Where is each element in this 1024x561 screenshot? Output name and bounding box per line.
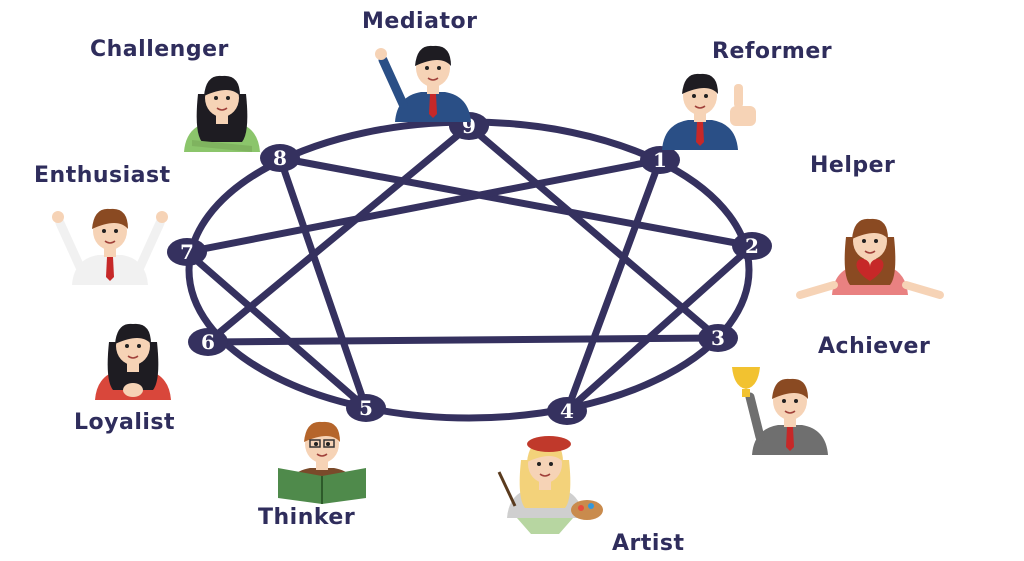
clasped-hands-woman-icon: [95, 323, 171, 400]
reading-man-icon: [278, 421, 366, 504]
connection-line-5-7: [183, 248, 370, 412]
node-marker: [346, 394, 386, 422]
connection-line-8-5: [276, 154, 370, 412]
node-number: 7: [180, 240, 194, 264]
type-label-4: Artist: [612, 531, 685, 556]
trophy-man-icon: [732, 367, 828, 455]
node-marker: [732, 232, 772, 260]
node-number: 4: [560, 399, 574, 423]
arms-crossed-woman-icon: [184, 75, 260, 152]
connection-line-3-6: [204, 334, 722, 346]
type-label-9: Mediator: [362, 9, 477, 34]
character-figures: [52, 45, 944, 534]
waving-man-icon: [375, 45, 471, 122]
connection-line-2-8: [276, 154, 756, 250]
type-label-7: Enthusiast: [34, 163, 171, 188]
type-label-1: Reformer: [712, 39, 832, 64]
node-marker: [640, 146, 680, 174]
connection-line-7-1: [183, 156, 664, 256]
type-label-2: Helper: [810, 153, 895, 178]
node-6: 6: [188, 328, 228, 356]
type-label-6: Loyalist: [74, 410, 175, 435]
node-number: 5: [359, 396, 373, 420]
type-label-8: Challenger: [90, 37, 229, 62]
node-1: 1: [640, 146, 680, 174]
connection-line-1-4: [563, 156, 664, 415]
node-number: 3: [711, 326, 725, 350]
node-marker: [167, 238, 207, 266]
node-3: 3: [698, 324, 738, 352]
thumbs-up-man-icon: [662, 73, 756, 150]
node-7: 7: [167, 238, 207, 266]
node-marker: [260, 144, 300, 172]
node-4: 4: [547, 397, 587, 425]
node-number: 1: [653, 148, 667, 172]
type-label-3: Achiever: [818, 334, 930, 359]
node-2: 2: [732, 232, 772, 260]
node-number: 6: [201, 330, 215, 354]
connection-line-6-9: [204, 122, 473, 346]
node-5: 5: [346, 394, 386, 422]
cheering-man-icon: [52, 208, 168, 285]
connection-line-9-3: [465, 122, 722, 342]
connection-line-4-2: [563, 242, 756, 415]
node-marker: [547, 397, 587, 425]
node-8: 8: [260, 144, 300, 172]
type-label-5: Thinker: [258, 505, 355, 530]
node-number: 8: [273, 146, 287, 170]
node-marker: [698, 324, 738, 352]
painter-girl-icon: [497, 436, 603, 534]
node-number: 2: [745, 234, 759, 258]
connecting-lines: [183, 122, 756, 415]
node-marker: [188, 328, 228, 356]
heart-hands-woman-icon: [796, 218, 944, 299]
